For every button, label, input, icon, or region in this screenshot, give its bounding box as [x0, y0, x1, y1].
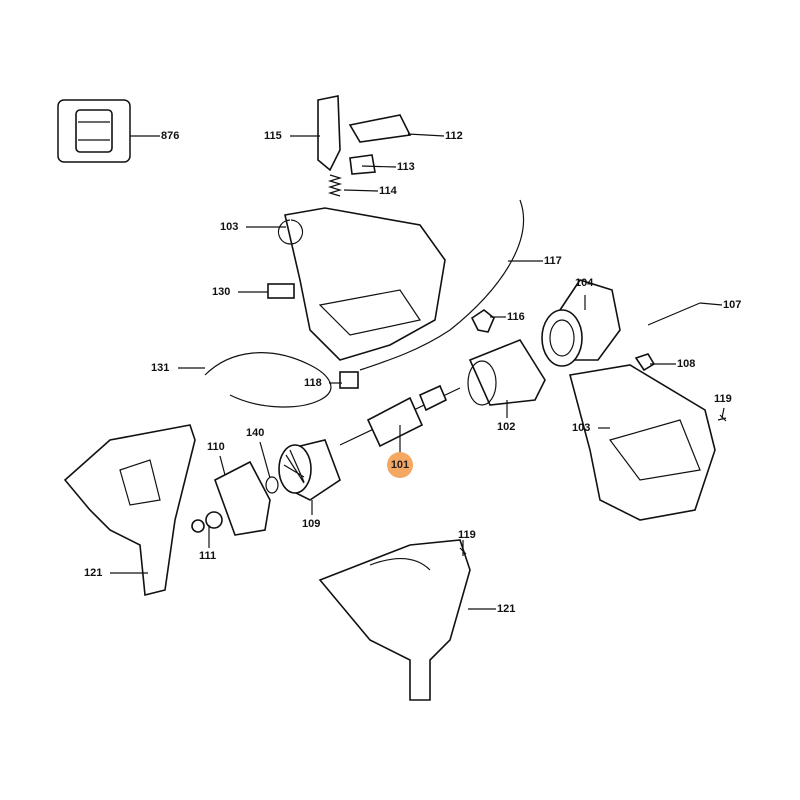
label-103[interactable]: 103: [220, 221, 239, 233]
part-110-baffle[interactable]: [214, 460, 271, 536]
label-101: 101: [390, 459, 410, 471]
label-119-b[interactable]: 119: [458, 529, 476, 541]
label-116[interactable]: 116: [507, 311, 525, 323]
label-109[interactable]: 109: [302, 518, 321, 530]
part-104-gear-housing[interactable]: [541, 279, 621, 367]
part-121-left-housing[interactable]: [63, 424, 196, 597]
label-117[interactable]: 117: [544, 255, 562, 267]
label-104[interactable]: 104: [575, 277, 594, 289]
leader-lines: [110, 133, 725, 610]
label-111[interactable]: 111: [199, 550, 217, 562]
part-107-screw[interactable]: [647, 302, 701, 326]
part-102-field[interactable]: [467, 339, 546, 406]
label-115[interactable]: 115: [264, 130, 282, 142]
label-119[interactable]: 119: [714, 393, 732, 405]
label-121[interactable]: 121: [84, 567, 103, 579]
part-130-label[interactable]: [267, 283, 295, 299]
part-101-armature[interactable]: [339, 384, 461, 448]
part-109-fan[interactable]: [278, 439, 341, 501]
part-119-screw[interactable]: [717, 414, 727, 422]
part-117-cord[interactable]: [359, 199, 525, 371]
part-108-clip[interactable]: [634, 353, 656, 372]
label-131[interactable]: 131: [151, 362, 170, 374]
part-103-rear-housing[interactable]: [569, 364, 716, 521]
label-121-b[interactable]: 121: [497, 603, 516, 615]
part-876-thumbnail[interactable]: [57, 99, 131, 163]
label-101-highlighted[interactable]: 101: [387, 452, 413, 478]
label-876[interactable]: 876: [161, 130, 180, 142]
part-118-switch[interactable]: [339, 371, 359, 389]
part-switch-assembly[interactable]: [317, 95, 412, 197]
part-116-clamp[interactable]: [470, 309, 495, 333]
label-130[interactable]: 130: [212, 286, 231, 298]
label-110[interactable]: 110: [207, 441, 225, 453]
label-114[interactable]: 114: [379, 185, 397, 197]
part-111-bearings[interactable]: [191, 511, 223, 533]
label-140[interactable]: 140: [246, 427, 265, 439]
part-121-front-housing[interactable]: [318, 539, 471, 701]
part-131-wires[interactable]: [204, 352, 332, 408]
label-103-rear[interactable]: 103: [572, 422, 591, 434]
label-113[interactable]: 113: [397, 161, 415, 173]
label-108[interactable]: 108: [677, 358, 696, 370]
label-118[interactable]: 118: [304, 377, 322, 389]
label-107[interactable]: 107: [723, 299, 742, 311]
label-102[interactable]: 102: [497, 421, 516, 433]
part-140-washer[interactable]: [265, 476, 279, 494]
label-112[interactable]: 112: [445, 130, 463, 142]
part-103-housing[interactable]: [277, 207, 446, 361]
